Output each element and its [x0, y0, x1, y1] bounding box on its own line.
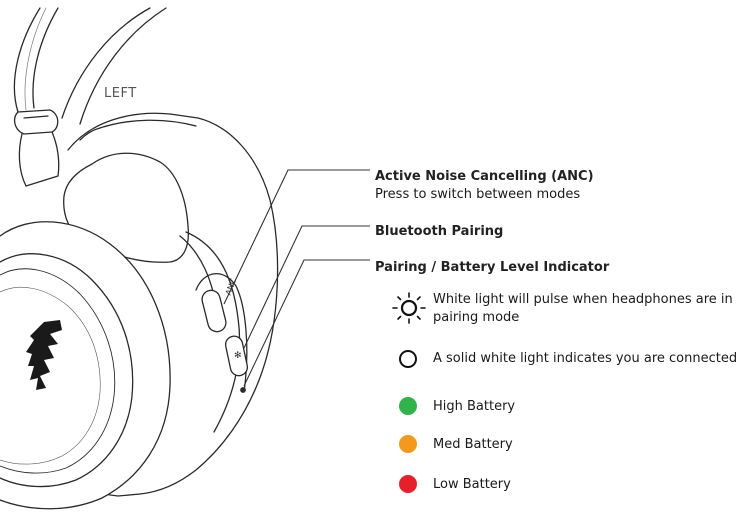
low-battery-dot — [399, 475, 417, 493]
pulsing-light-icon — [392, 292, 426, 324]
high-battery-dot — [399, 397, 417, 415]
speaker-grille — [0, 286, 101, 465]
solid-light-icon — [399, 350, 417, 368]
med-battery-dot — [399, 435, 417, 453]
side-label: LEFT — [104, 86, 137, 101]
bluetooth-button — [224, 335, 249, 377]
solid-state-text: A solid white light indicates you are co… — [433, 351, 738, 366]
high-battery-text: High Battery — [433, 399, 516, 414]
button-strip — [201, 289, 249, 393]
med-battery-text: Med Battery — [433, 437, 513, 452]
pulse-state-text-line2: pairing mode — [433, 310, 520, 325]
anc-button — [201, 289, 227, 333]
hinge — [13, 109, 60, 187]
pulse-state-text-line1: White light will pulse when headphones a… — [433, 292, 733, 307]
ear-pad — [0, 221, 171, 510]
low-battery-text: Low Battery — [433, 477, 511, 492]
indicator-callout-title: Pairing / Battery Level Indicator — [375, 260, 610, 275]
bluetooth-callout-title: Bluetooth Pairing — [375, 224, 504, 239]
anc-callout-description: Press to switch between modes — [375, 187, 581, 202]
headband — [13, 7, 167, 125]
brand-logo — [26, 320, 62, 390]
indicator-led — [240, 387, 246, 393]
leader-lines — [223, 169, 370, 387]
anc-callout-title: Active Noise Cancelling (ANC) — [375, 169, 594, 184]
bluetooth-icon: ✻ — [234, 351, 242, 361]
